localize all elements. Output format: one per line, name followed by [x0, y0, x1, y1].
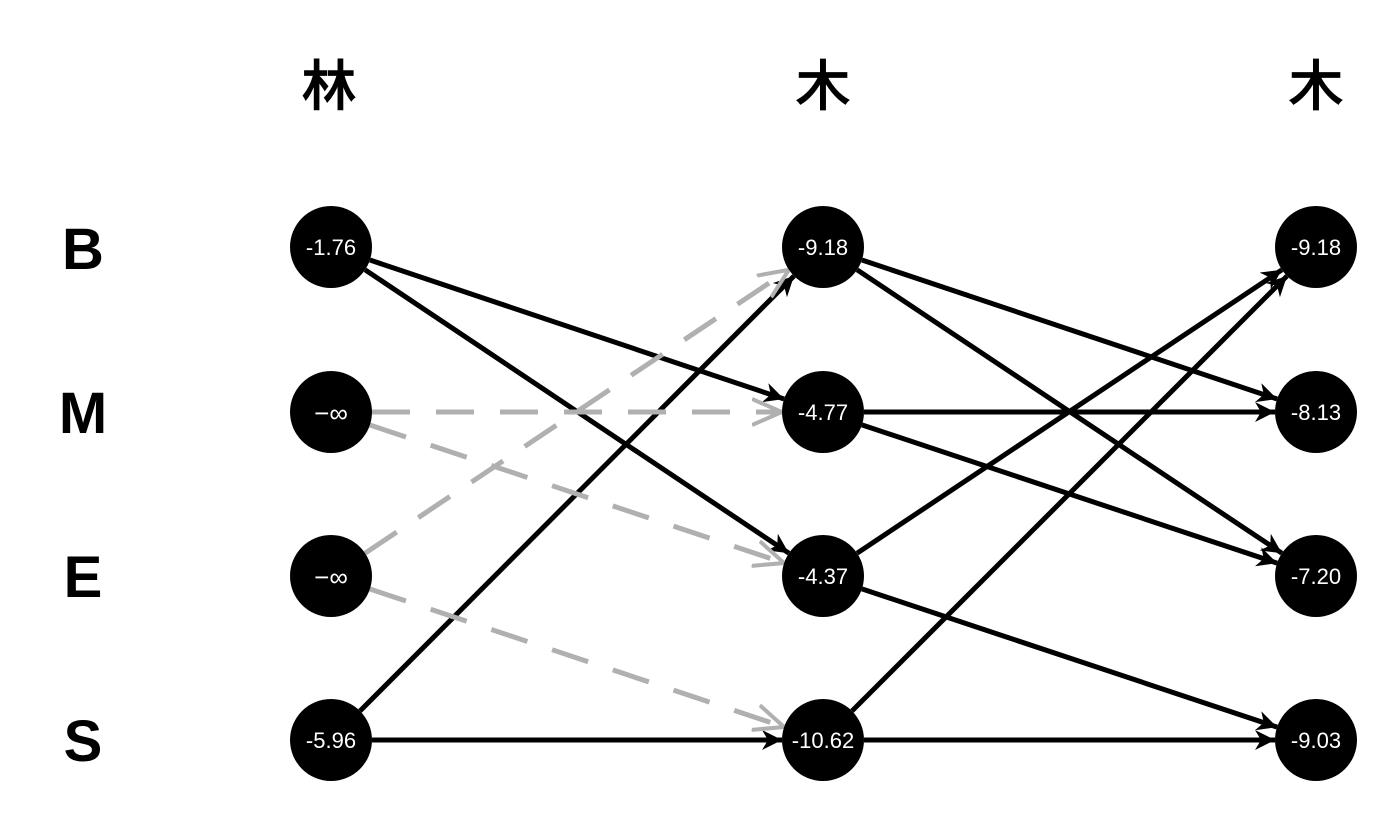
node-value-c1-s: -10.62 [792, 728, 854, 753]
node-c2-e [1275, 535, 1357, 617]
node-c2-b [1275, 206, 1357, 288]
node-value-c2-e: -7.20 [1291, 564, 1341, 589]
edges-layer [358, 257, 1289, 750]
node-value-c1-e: -4.37 [798, 564, 848, 589]
column-title-mu-2: 木 [1289, 55, 1343, 118]
row-label-b: B [62, 217, 104, 282]
node-value-c0-s: -5.96 [306, 728, 356, 753]
node-c1-s [782, 699, 864, 781]
column-titles: 林 木 木 [302, 55, 1343, 118]
edge-c1e-to-c2b [855, 267, 1284, 556]
edge-c0e-to-c1s [369, 586, 784, 727]
row-label-s: S [64, 709, 103, 774]
row-label-e: E [64, 545, 103, 610]
node-value-c2-b: -9.18 [1291, 235, 1341, 260]
node-value-c0-b: -1.76 [306, 235, 356, 260]
node-value-c1-b: -9.18 [798, 235, 848, 260]
node-c0-b [290, 206, 372, 288]
node-value-c0-e: −∞ [314, 562, 348, 592]
node-value-c2-m: -8.13 [1291, 400, 1341, 425]
node-c2-m [1275, 371, 1357, 453]
node-c0-s [290, 699, 372, 781]
edge-c1s-to-c2b [850, 274, 1289, 713]
row-label-m: M [59, 381, 107, 446]
column-title-mu-1: 木 [796, 55, 850, 118]
node-value-c2-s: -9.03 [1291, 728, 1341, 753]
nodes-layer: -1.76 −∞ −∞ -5.96 -9.18 -4.77 -4.37 -10.… [290, 206, 1357, 781]
node-value-c1-m: -4.77 [798, 400, 848, 425]
node-c1-e [782, 535, 864, 617]
column-title-lin: 林 [302, 55, 356, 118]
edge-c0m-to-c1e [369, 422, 784, 563]
node-c1-m [782, 371, 864, 453]
node-c1-b [782, 206, 864, 288]
edge-c0e-to-c1b [363, 270, 789, 556]
node-c2-s [1275, 699, 1357, 781]
edge-c0b-to-c1m [369, 257, 785, 403]
node-c0-e [290, 535, 372, 617]
edge-c1e-to-c2s [861, 586, 1278, 731]
edge-c1b-to-c2m [861, 257, 1278, 403]
row-labels: B M E S [59, 217, 107, 774]
node-value-c0-m: −∞ [314, 398, 348, 428]
node-c0-m [290, 371, 372, 453]
